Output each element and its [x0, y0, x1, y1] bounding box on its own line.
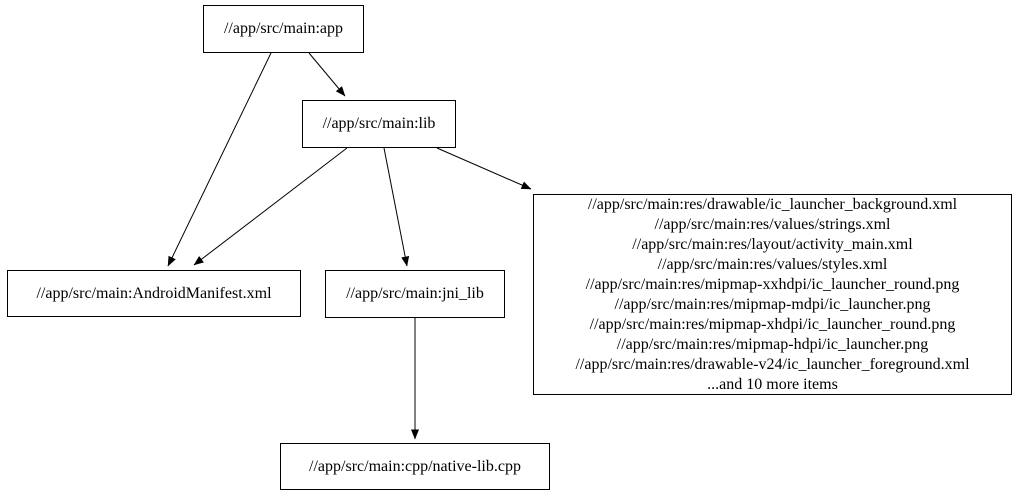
- node-res-line: //app/src/main:res/mipmap-xxhdpi/ic_laun…: [585, 275, 960, 293]
- node-lib-label: //app/src/main:lib: [322, 115, 436, 132]
- node-app-label: //app/src/main:app: [223, 20, 344, 37]
- edge-lib-to-res: [436, 147, 532, 190]
- node-android-manifest-label: //app/src/main:AndroidManifest.xml: [36, 284, 272, 302]
- edge-lib-to-jni-lib: [383, 147, 410, 267]
- node-res-line: //app/src/main:res/mipmap-xhdpi/ic_launc…: [589, 315, 956, 333]
- edge-app-to-lib: [308, 52, 346, 97]
- node-lib: //app/src/main:lib: [302, 100, 456, 148]
- node-res-more-items: ...and 10 more items: [707, 375, 838, 393]
- node-res-line: //app/src/main:res/drawable/ic_launcher_…: [587, 195, 958, 213]
- node-res-line: //app/src/main:res/drawable-v24/ic_launc…: [575, 355, 970, 373]
- node-res-line: //app/src/main:res/values/strings.xml: [654, 215, 891, 233]
- node-native-lib-cpp: //app/src/main:cpp/native-lib.cpp: [280, 443, 550, 490]
- node-jni-lib: //app/src/main:jni_lib: [325, 270, 505, 318]
- node-jni-lib-label: //app/src/main:jni_lib: [346, 285, 484, 302]
- edge-lib-to-manifest: [193, 147, 348, 266]
- node-res-line: //app/src/main:res/layout/activity_main.…: [632, 235, 913, 253]
- node-native-lib-cpp-label: //app/src/main:cpp/native-lib.cpp: [309, 457, 521, 475]
- node-app: //app/src/main:app: [203, 5, 364, 53]
- node-res-line: //app/src/main:res/values/styles.xml: [657, 255, 888, 273]
- node-res-line: //app/src/main:res/mipmap-mdpi/ic_launch…: [614, 295, 931, 313]
- node-res-filegroup: //app/src/main:res/drawable/ic_launcher_…: [533, 194, 1012, 395]
- edge-app-to-manifest: [167, 52, 272, 267]
- node-res-line: //app/src/main:res/mipmap-hdpi/ic_launch…: [616, 335, 929, 353]
- node-android-manifest: //app/src/main:AndroidManifest.xml: [7, 270, 301, 317]
